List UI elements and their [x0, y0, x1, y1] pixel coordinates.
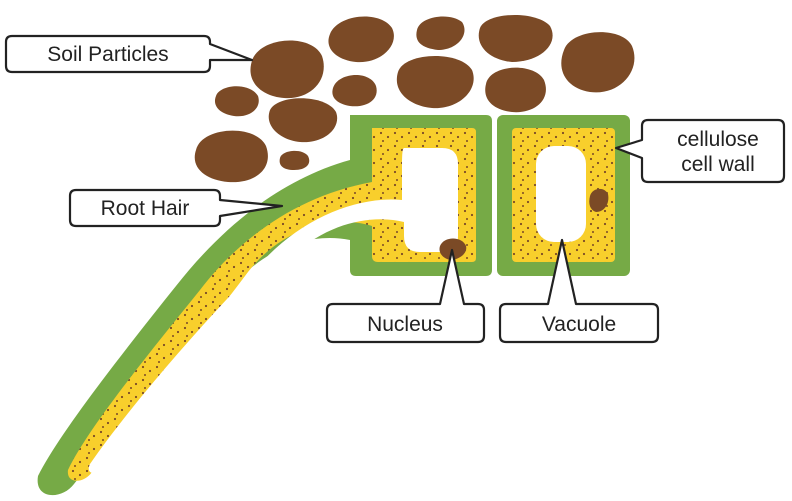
soil-particle [561, 32, 634, 92]
root-hair-label: Root Hair [101, 197, 190, 220]
nucleus-label: Nucleus [367, 313, 443, 336]
soil-particle [479, 15, 553, 62]
soil-particle [280, 151, 310, 170]
soil-particle [485, 68, 546, 113]
soil-particle [215, 86, 259, 116]
soil-particle [195, 131, 268, 182]
neighbouring-cell-vacuole [536, 146, 586, 242]
soil-particle [328, 17, 393, 63]
cell-wall-label-line2: cell wall [681, 153, 755, 176]
soil-particles-callout: Soil Particles [6, 36, 252, 72]
soil-particles-label: Soil Particles [47, 43, 168, 66]
vacuole-label: Vacuole [542, 313, 616, 336]
soil-particle [332, 75, 376, 106]
soil-particle [250, 40, 323, 98]
soil-particle [269, 98, 337, 142]
soil-particle [397, 56, 474, 108]
cell-wall-callout: cellulose cell wall [616, 120, 784, 182]
soil-particle [416, 16, 464, 50]
cell-wall-label-line1: cellulose [677, 128, 759, 151]
